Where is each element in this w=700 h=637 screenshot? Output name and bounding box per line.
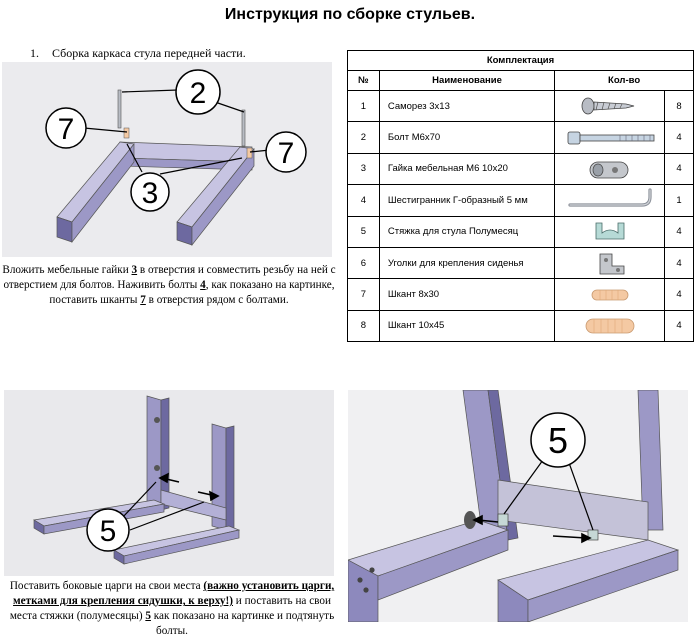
barrel-nut-icon	[589, 161, 629, 179]
front-frame-drawing: 2 7 7 3	[45, 69, 307, 247]
ref-bolt: 4	[200, 279, 206, 291]
crescent-bracket-icon	[595, 222, 625, 240]
bolt-icon	[567, 131, 655, 144]
kit-title: Комплектация	[347, 50, 694, 71]
hex-key-icon	[568, 188, 652, 207]
side-assembly-drawing: 5	[33, 395, 241, 565]
important-note: (важно установить царги, метками для кре…	[13, 580, 335, 607]
callout-2: 2	[190, 77, 207, 110]
figure-closeup-bracket: 5	[348, 390, 688, 622]
step1-heading: 1. Сборка каркаса стула передней части.	[30, 46, 246, 61]
table-row: 8 Шкант 10х45 4	[347, 309, 694, 343]
screw-icon	[581, 97, 634, 115]
kit-header-num: №	[347, 70, 380, 91]
kit-table: Комплектация № Наименование Кол-во 1 Сам…	[347, 50, 694, 343]
step-heading-text: Сборка каркаса стула передней части.	[52, 46, 246, 60]
table-row: 2 Болт М6х70 4	[347, 121, 694, 154]
kit-header-name: Наименование	[378, 70, 556, 91]
dowel-large-icon	[585, 318, 635, 334]
dowel-small-icon	[591, 289, 629, 300]
callout-5: 5	[100, 515, 117, 548]
callout-7-right: 7	[278, 137, 295, 170]
ref-crescent: 5	[145, 610, 151, 622]
figure-front-frame: 2 7 7 3	[2, 62, 332, 257]
table-row: 1 Саморез 3х13 8	[347, 89, 694, 123]
table-row: 5 Стяжка для стула Полумесяц 4	[347, 215, 694, 248]
corner-bracket-icon	[599, 253, 625, 275]
table-row: 3 Гайка мебельная М6 10х20 4	[347, 152, 694, 186]
kit-header-qty: Кол-во	[554, 70, 694, 91]
table-row: 6 Уголки для крепления сиденья 4	[347, 246, 694, 280]
table-row: 7 Шкант 8х30 4	[347, 278, 694, 311]
ref-dowel: 7	[140, 294, 146, 306]
step1-instructions: Вложить мебельные гайки 3 в отверстия и …	[2, 264, 336, 306]
callout-3: 3	[142, 177, 159, 210]
step2-instructions: Поставить боковые царги на свои места (в…	[9, 580, 335, 637]
closeup-drawing: 5	[348, 390, 680, 622]
figure-side-assembly: 5	[4, 390, 334, 576]
page-title: Инструкция по сборке стульев.	[224, 6, 476, 23]
table-row: 4 Шестигранник Г-образный 5 мм 1	[347, 184, 694, 217]
callout-5-closeup: 5	[548, 420, 568, 461]
ref-nut: 3	[131, 264, 138, 276]
step-number: 1.	[30, 46, 39, 60]
callout-7-left: 7	[58, 113, 75, 146]
